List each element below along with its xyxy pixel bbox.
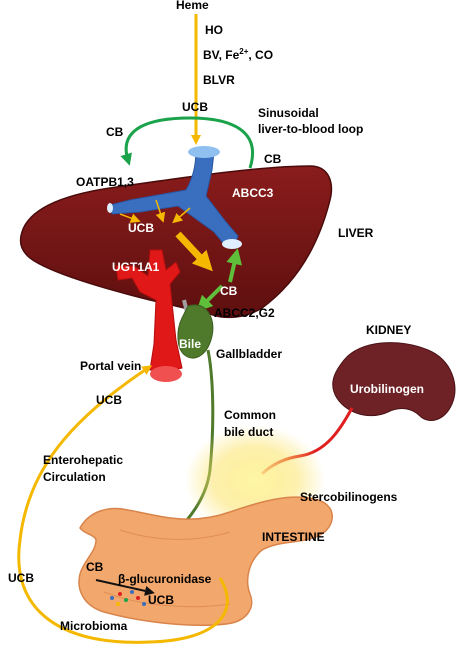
enterohepatic-label-line2: Circulation (43, 470, 106, 484)
sinusoidal-label-line1: Sinusoidal (258, 106, 319, 120)
uptake-arrow-3 (172, 207, 191, 224)
ucb-liver-label: UCB (128, 221, 154, 235)
intestine-shape (78, 496, 333, 626)
cb-intestine-label: CB (86, 560, 104, 574)
hepatic-vein (107, 146, 242, 249)
deconjugation-arrow (95, 579, 155, 596)
ucb-circ-label: UCB (96, 393, 122, 407)
sinusoidal-label-line2: liver-to-blood loop (258, 122, 363, 136)
ucb-bottom-left-label: UCB (8, 571, 34, 585)
cb-right-label: CB (264, 152, 282, 166)
abcc3-export-arrow (226, 248, 242, 283)
liver-shape (19, 165, 333, 319)
kidney-shape (332, 342, 456, 421)
intestine-label: INTESTINE (262, 530, 325, 544)
bv-fe-co-label: BV, Fe2+, CO (203, 47, 273, 62)
gallbladder-label: Gallbladder (216, 347, 282, 361)
ucb-intestine-label: UCB (148, 593, 174, 607)
abcc2-label: ABCC2,G2 (214, 306, 275, 320)
uptake-arrow-2 (155, 199, 166, 223)
kidney-label: KIDNEY (366, 323, 411, 337)
ho-label: HO (205, 23, 223, 37)
stercobilinogens-label: Stercobilinogens (300, 490, 398, 504)
urobilinogen-label: Urobilinogen (350, 382, 424, 396)
oatpb-label: OATPB1,3 (76, 175, 134, 189)
conjugation-arrow (175, 231, 213, 272)
cb-left-label: CB (106, 125, 124, 139)
enterohepatic-label-line1: Enterohepatic (43, 453, 123, 467)
ugt1a1-label: UGT1A1 (112, 260, 160, 274)
bile-label: Bile (179, 337, 201, 351)
microbiome-dots (110, 590, 146, 606)
common-bile-label-line2: bile duct (224, 425, 273, 439)
portal-vein-label: Portal vein (80, 359, 141, 373)
sinusoidal-loop-arrow (120, 116, 254, 169)
abcc2-export-arrow (196, 284, 224, 312)
enterohepatic-loop (17, 365, 229, 644)
ucb-top-label: UCB (182, 100, 208, 114)
microbioma-label: Microbioma (60, 619, 128, 633)
beta-glucuronidase-label: β-glucuronidase (118, 572, 212, 586)
gallbladder-shape (177, 304, 214, 359)
abcc3-label: ABCC3 (232, 186, 274, 200)
blvr-label: BLVR (203, 73, 235, 87)
common-bile-label-line1: Common (224, 408, 276, 422)
uptake-arrow-1 (119, 213, 141, 223)
cb-liver-label: CB (220, 284, 238, 298)
liver-label: LIVER (338, 226, 374, 240)
heme-label: Heme (176, 0, 209, 12)
